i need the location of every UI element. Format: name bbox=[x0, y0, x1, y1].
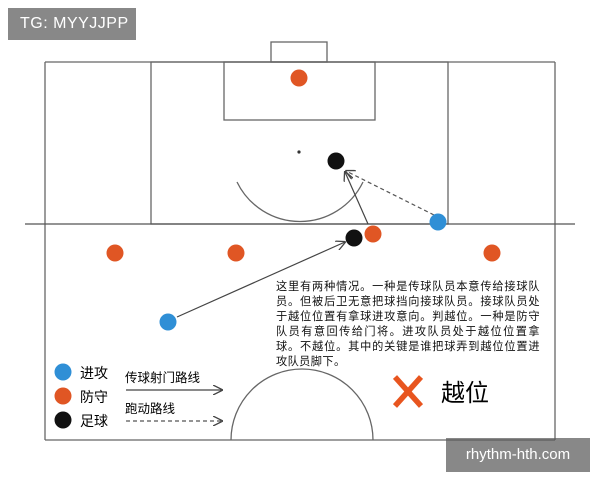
legend-defend-label: 防守 bbox=[80, 390, 108, 406]
legend-run-route-label: 跑动路线 bbox=[125, 401, 176, 416]
legend-defend-dot bbox=[54, 387, 72, 405]
defender-player bbox=[227, 244, 245, 262]
explanation-text: 这里有两种情况。一种是传球队员本意传给接球队员。但被后卫无意把球挡向接球队员。接… bbox=[276, 280, 540, 368]
ball bbox=[327, 152, 345, 170]
shot-arrow bbox=[345, 172, 369, 225]
penalty-arc bbox=[236, 181, 364, 223]
center-circle bbox=[230, 368, 374, 441]
offside-mark: 越位 bbox=[392, 375, 489, 408]
attacker-player bbox=[429, 213, 447, 231]
defender-player bbox=[483, 244, 501, 262]
players bbox=[106, 69, 501, 331]
ball bbox=[345, 229, 363, 247]
goal-area bbox=[223, 61, 376, 121]
legend-ball-label: 足球 bbox=[80, 414, 108, 430]
legend-ball-dot bbox=[54, 411, 72, 429]
legend-attack-label: 进攻 bbox=[80, 366, 108, 382]
goal bbox=[270, 41, 328, 63]
pass-arrow bbox=[176, 242, 345, 318]
legend: 进攻 防守 足球 传球射门路线 跑动路线 bbox=[54, 363, 223, 430]
goalkeeper-player bbox=[290, 69, 308, 87]
legend-pass-route-label: 传球射门路线 bbox=[125, 370, 201, 385]
legend-attack-dot bbox=[54, 363, 72, 381]
cross-icon bbox=[392, 375, 424, 408]
defender-player bbox=[364, 225, 382, 243]
defender-player bbox=[106, 244, 124, 262]
offside-label: 越位 bbox=[441, 379, 489, 407]
attacker-player bbox=[159, 313, 177, 331]
pitch-lines bbox=[25, 41, 575, 441]
penalty-spot bbox=[297, 150, 301, 154]
watermark-top-left: TG: MYYJJPP bbox=[8, 8, 136, 40]
watermark-bottom-right: rhythm-hth.com bbox=[446, 438, 590, 472]
run-arrow bbox=[346, 171, 435, 216]
